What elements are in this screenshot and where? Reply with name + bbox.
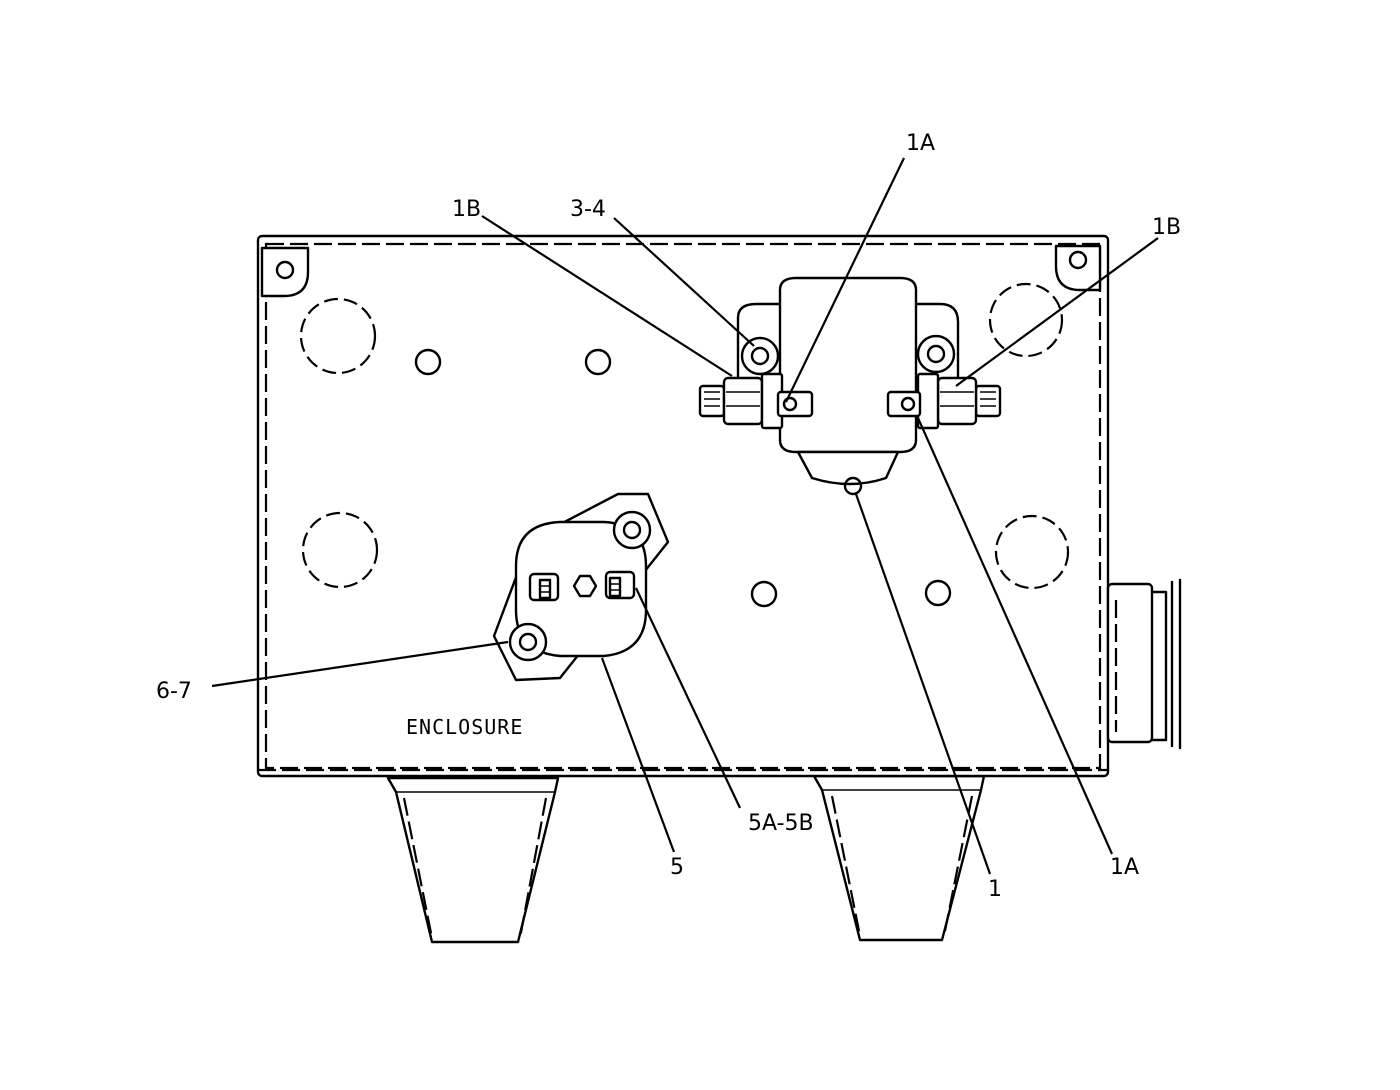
thermal-switch bbox=[492, 492, 670, 682]
callout-6-7: 6-7 bbox=[156, 679, 192, 704]
callout-enclosure: ENCLOSURE bbox=[406, 715, 523, 739]
callout-1b-right: 1B bbox=[1152, 215, 1181, 240]
corner-tab-left bbox=[260, 246, 310, 298]
callout-1b-left: 1B bbox=[452, 197, 481, 222]
mounting-holes-small bbox=[414, 348, 952, 608]
corner-tab-right bbox=[1054, 244, 1102, 292]
right-mounting-foot bbox=[812, 774, 986, 942]
knockout-holes-large bbox=[299, 282, 1070, 590]
left-mounting-foot bbox=[386, 776, 560, 944]
callout-1a-top: 1A bbox=[906, 131, 935, 156]
callout-5: 5 bbox=[670, 855, 684, 880]
enclosure-box bbox=[256, 234, 1110, 778]
solenoid-relay bbox=[698, 276, 1002, 496]
callout-1a-bottom: 1A bbox=[1110, 855, 1139, 880]
side-connector bbox=[1106, 578, 1182, 750]
callout-3-4: 3-4 bbox=[570, 197, 606, 222]
callout-5a-5b: 5A-5B bbox=[748, 811, 814, 836]
leader-lines bbox=[211, 157, 1159, 875]
callout-1: 1 bbox=[988, 877, 1002, 902]
callout-labels: 1A 1B 3-4 1B 6-7 ENCLOSURE 5A-5B 5 1 1A bbox=[156, 131, 1181, 902]
